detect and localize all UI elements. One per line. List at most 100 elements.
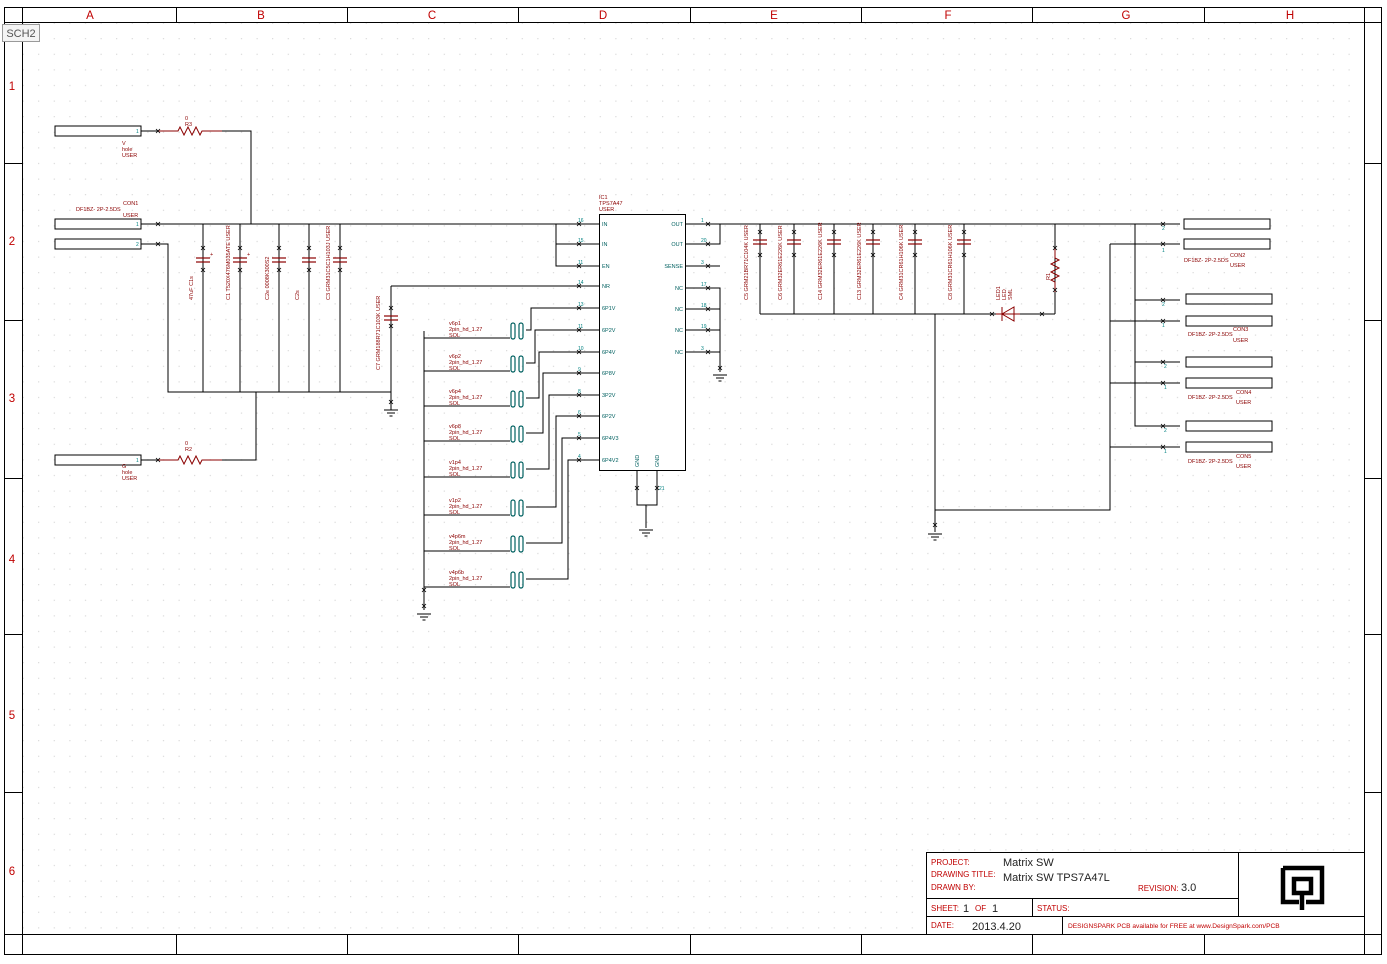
hole-g-ref: G bbox=[122, 464, 126, 470]
revision-value: 3.0 bbox=[1181, 882, 1196, 894]
con3-part: DF1BZ- 2P-2.5DS bbox=[1188, 332, 1233, 338]
ground-symbol bbox=[384, 409, 398, 417]
con3-pin2[interactable] bbox=[1185, 293, 1273, 305]
connector-pin-number: 1 bbox=[1162, 323, 1165, 329]
frame-col-label: B bbox=[257, 10, 265, 22]
jumper-part: 2pin_hd_1.27 bbox=[449, 540, 482, 546]
output-capacitor[interactable]: C8 GRM31CR61H106K USER bbox=[948, 225, 971, 300]
ic1-right-pin-number: 3 bbox=[701, 260, 704, 266]
con1-pin2[interactable] bbox=[54, 238, 142, 250]
input-capacitor[interactable]: C2s bbox=[295, 257, 316, 300]
date-value: 2013.4.20 bbox=[972, 921, 1021, 933]
con5-pin1[interactable] bbox=[1185, 441, 1273, 453]
hole-v-text: hole bbox=[122, 147, 132, 153]
output-cap-label: C4 GRM31CR61H106K USER bbox=[899, 225, 905, 300]
ic1-left-pin-number: 4 bbox=[578, 454, 581, 460]
resistor-r3[interactable]: 0R3 bbox=[158, 116, 222, 137]
con3-pin1[interactable] bbox=[1185, 315, 1273, 327]
resistor-r2[interactable]: 0R2 bbox=[158, 441, 222, 466]
output-cap-label: C8 GRM31CR61H106K USER bbox=[948, 225, 954, 300]
ic1-regulator[interactable]: IC1 TPS7A47 USER 16IN15IN11EN14NR136P1V1… bbox=[578, 195, 707, 492]
input-cap-label: C3 GRM31C5C1H103J USER bbox=[326, 226, 332, 300]
input-capacitor[interactable]: +47uF C1s bbox=[189, 252, 213, 300]
jumper-ref: v6p8 bbox=[449, 424, 461, 430]
pin-markers bbox=[155, 128, 1166, 609]
con2-pin2[interactable] bbox=[1183, 218, 1271, 230]
ic1-right-pin-name: NC bbox=[675, 307, 683, 313]
con4-pin2[interactable] bbox=[1185, 356, 1273, 368]
jumper-part: 2pin_hd_1.27 bbox=[449, 576, 482, 582]
input-capacitor[interactable]: C2e 0008K300S2 bbox=[265, 257, 286, 300]
connector-pin-number: 1 bbox=[1164, 449, 1167, 455]
output-cap-label: C5 GRM21BR71C104K USER bbox=[744, 225, 750, 300]
con4-pin1[interactable] bbox=[1185, 377, 1273, 389]
resistor-r1[interactable]: R1 bbox=[1046, 248, 1061, 292]
sheet-tab[interactable]: SCH2 bbox=[2, 24, 40, 42]
con5-user: USER bbox=[1236, 464, 1251, 470]
ic1-left-pin-number: 8 bbox=[578, 389, 581, 395]
frame-row-label: 1 bbox=[9, 81, 15, 93]
connector-pin-number: 1 bbox=[136, 458, 139, 464]
status-label: STATUS: bbox=[1037, 904, 1070, 913]
connector-pin-number: 1 bbox=[1164, 385, 1167, 391]
ic1-right-pin-number: 1 bbox=[701, 218, 704, 224]
frame-row-label: 4 bbox=[9, 554, 16, 566]
jumper-ref: v4p6b bbox=[449, 570, 464, 576]
input-cap-label: C2s bbox=[295, 290, 301, 300]
input-cap-label: C2e 0008K300S2 bbox=[265, 257, 271, 300]
ic1-right-pin-name: OUT bbox=[671, 222, 683, 228]
r3-value: 0 bbox=[185, 116, 188, 122]
con2-user: USER bbox=[1230, 263, 1245, 269]
con1-pin1[interactable] bbox=[54, 218, 142, 230]
jumper-user: SOL bbox=[449, 546, 460, 552]
cap-polarity: + bbox=[210, 252, 213, 258]
title-block: PROJECT: Matrix SW DRAWING TITLE: Matrix… bbox=[926, 852, 1365, 935]
hole-g-user: USER bbox=[122, 476, 137, 482]
input-capacitor[interactable]: C3 GRM31C5C1H103J USER bbox=[326, 226, 347, 300]
ic1-right-pin-name: SENSE bbox=[664, 264, 683, 270]
output-capacitor[interactable]: C13 GRM32ER61E226K USER bbox=[857, 222, 880, 300]
output-capacitor[interactable]: C14 GRM32ER61E226K USER bbox=[818, 222, 841, 300]
ic1-bottom-pin-name: GND bbox=[635, 455, 641, 467]
ic1-user: USER bbox=[599, 207, 614, 213]
ic1-left-pin-number: 11 bbox=[578, 260, 583, 266]
sheet-value: 1 bbox=[963, 903, 969, 915]
ic1-left-pin-name: 3P2V bbox=[602, 393, 616, 399]
r2-value: 0 bbox=[185, 441, 188, 447]
jumper-ref: v4p6m bbox=[449, 534, 466, 540]
jumper-user: SOL bbox=[449, 401, 460, 407]
con5-pin2[interactable] bbox=[1185, 420, 1273, 432]
connector-pin-number: 2 bbox=[1162, 302, 1165, 308]
hole-v-ref: V bbox=[122, 141, 126, 147]
wire bbox=[526, 415, 599, 508]
input-capacitor[interactable]: +C1 T520X476M035ATE USER bbox=[226, 225, 250, 300]
wire bbox=[686, 224, 721, 245]
con4-user: USER bbox=[1236, 400, 1251, 406]
frame-col-label: D bbox=[599, 10, 607, 22]
jumper-part: 2pin_hd_1.27 bbox=[449, 466, 482, 472]
wire bbox=[222, 130, 252, 224]
ground-symbol bbox=[417, 613, 431, 621]
output-capacitor[interactable]: C5 GRM21BR71C104K USER bbox=[744, 225, 767, 300]
frame-col-label: C bbox=[428, 10, 436, 22]
output-capacitor[interactable]: C6 GRM32ER61E226K USER bbox=[778, 225, 801, 300]
output-capacitor[interactable]: C4 GRM31CR61H106K USER bbox=[899, 225, 922, 300]
designspark-footer: DESIGNSPARK PCB available for FREE at ww… bbox=[1068, 923, 1280, 930]
ic1-right-pin-number: 17 bbox=[701, 282, 707, 288]
con2-pin1[interactable] bbox=[1183, 238, 1271, 250]
sheet-of-label: OF bbox=[975, 904, 986, 913]
ic1-right-pin-name: OUT bbox=[671, 242, 683, 248]
capacitor-c7[interactable]: C7 GRM188R71C103K USER bbox=[376, 296, 398, 370]
con2-part: DF1BZ- 2P-2.5DS bbox=[1184, 258, 1229, 264]
